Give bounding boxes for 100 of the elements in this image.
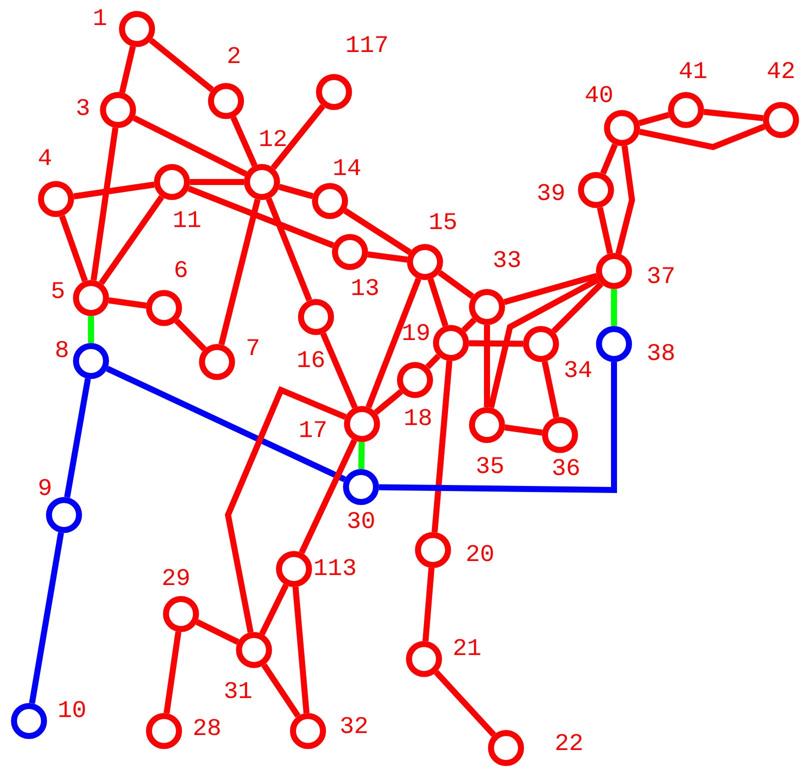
- circle-node: [199, 344, 235, 380]
- circle-node: [11, 703, 47, 739]
- node-number: 32: [340, 716, 368, 740]
- node-number: 41: [678, 61, 708, 85]
- circle-node: [73, 280, 109, 316]
- connector-line: [29, 532, 64, 704]
- connector-line: [190, 179, 244, 185]
- circle-node: [763, 102, 799, 138]
- connector-line: [488, 276, 600, 408]
- circle-node: [596, 253, 632, 289]
- circle-node: [332, 234, 368, 270]
- connector-line: [88, 316, 94, 343]
- circle-node: [208, 83, 244, 119]
- connector-line: [468, 340, 524, 347]
- circle-node: [276, 551, 312, 587]
- node-number: 3: [76, 98, 90, 122]
- connector-line: [108, 297, 147, 309]
- connector-line: [358, 442, 365, 470]
- node-number: 21: [452, 638, 482, 662]
- connector-line: [611, 289, 617, 326]
- circle-node: [236, 632, 272, 668]
- connector-line: [504, 424, 543, 436]
- connector-line: [298, 439, 358, 554]
- circle-node: [163, 596, 199, 632]
- circle-node: [578, 172, 614, 208]
- node-number: 14: [332, 158, 362, 182]
- circle-node: [604, 110, 640, 146]
- circle-node: [100, 92, 136, 128]
- node-number: 35: [476, 456, 504, 480]
- circle-node: [469, 289, 505, 325]
- connector-line: [196, 619, 240, 645]
- connector-line: [432, 360, 452, 532]
- node-number: 4: [38, 148, 52, 172]
- node-number: 9: [38, 478, 52, 502]
- node-number: 15: [428, 212, 458, 236]
- connector-line: [224, 386, 347, 633]
- node-number: 10: [58, 700, 86, 724]
- node-number: 31: [224, 681, 252, 705]
- connector-line: [174, 318, 207, 352]
- connector-line: [218, 198, 261, 346]
- node-number: 5: [50, 281, 66, 305]
- circle-node: [316, 74, 352, 110]
- node-number: 22: [554, 733, 584, 757]
- node-number: 30: [346, 511, 376, 535]
- circle-node: [154, 164, 190, 200]
- connector-line: [503, 273, 598, 305]
- node-number: 113: [313, 558, 357, 582]
- connector-line: [428, 278, 448, 327]
- circle-node: [119, 11, 155, 47]
- circle-node: [38, 181, 74, 217]
- connector-line: [59, 215, 88, 282]
- connector-line: [552, 282, 604, 334]
- connector-line: [188, 186, 334, 248]
- node-number: 29: [162, 568, 190, 592]
- circle-node: [298, 299, 334, 335]
- node-number: 42: [766, 61, 796, 85]
- connector-line: [98, 195, 164, 285]
- connector-line: [596, 206, 614, 254]
- connector-line: [320, 332, 358, 409]
- connector-line: [616, 145, 636, 254]
- connector-line: [90, 127, 118, 281]
- node-number: 1: [92, 8, 108, 32]
- node-number: 2: [226, 46, 242, 70]
- connector-line: [106, 366, 346, 482]
- node-number: 13: [350, 278, 380, 302]
- circle-node: [433, 325, 469, 361]
- node-number: 28: [192, 718, 222, 742]
- connector-line: [278, 184, 314, 200]
- circle-node: [415, 532, 451, 568]
- connector-line: [600, 143, 618, 175]
- circle-node: [244, 164, 280, 200]
- node-number: 17: [298, 420, 328, 444]
- node-number: 38: [646, 343, 676, 367]
- node-number: 19: [402, 323, 430, 347]
- circle-node: [290, 713, 326, 749]
- circle-node: [397, 362, 433, 398]
- connector-line: [434, 670, 496, 737]
- circle-node: [343, 469, 379, 505]
- circle-node: [488, 730, 524, 766]
- connector-line: [542, 361, 560, 418]
- connector-line: [374, 389, 404, 415]
- circle-node: [146, 290, 182, 326]
- connector-line: [149, 38, 214, 92]
- connector-line: [638, 124, 766, 150]
- connector-line: [259, 584, 289, 636]
- circle-node: [344, 406, 380, 442]
- node-number: 37: [646, 266, 676, 290]
- connector-line: [164, 631, 182, 714]
- circle-node: [407, 244, 443, 280]
- node-number: 16: [296, 350, 326, 374]
- circle-node: [406, 641, 442, 677]
- connector-line: [262, 663, 300, 718]
- connector-line: [704, 108, 764, 122]
- connector-line: [484, 325, 490, 407]
- connector-line: [119, 46, 136, 94]
- connector-line: [73, 182, 155, 200]
- connector-line: [422, 568, 434, 642]
- node-number: 7: [246, 338, 260, 362]
- circle-node: [46, 497, 82, 533]
- circle-node: [73, 343, 109, 379]
